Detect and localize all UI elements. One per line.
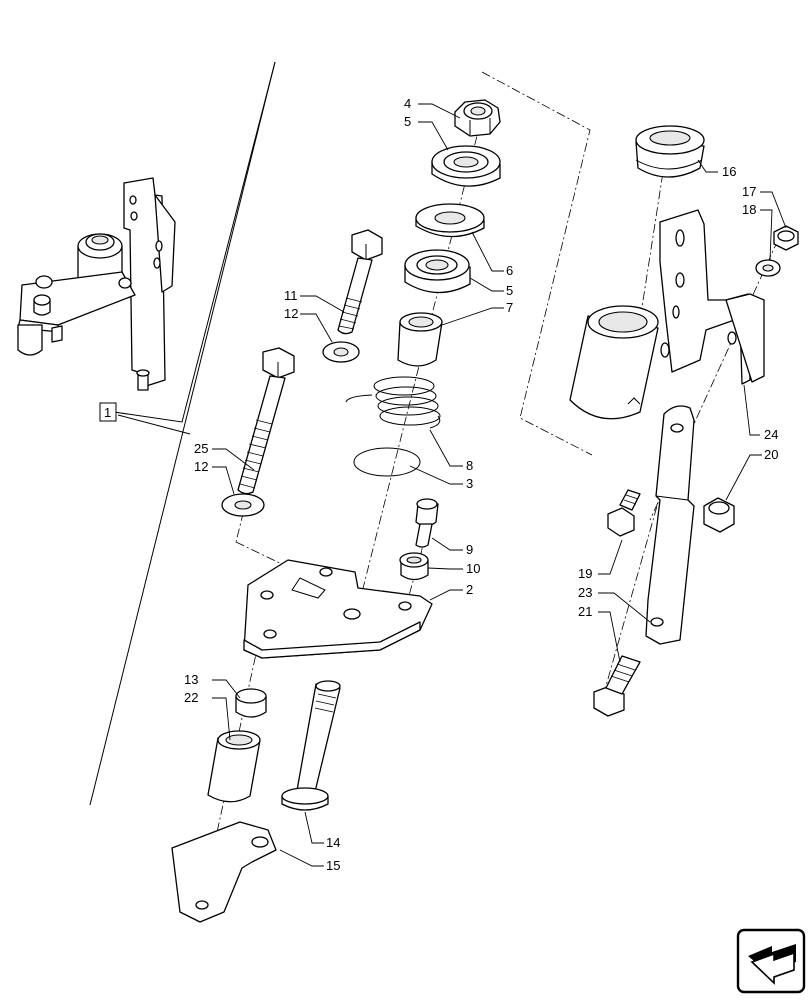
part-nut-small — [773, 225, 799, 251]
callout-label: 6 — [506, 263, 513, 278]
callout-label: 12 — [194, 459, 208, 474]
callout-label: 4 — [404, 96, 411, 111]
callout-label: 24 — [764, 427, 778, 442]
part-bearing-lower — [404, 249, 471, 294]
callout-label: 5 — [404, 114, 411, 129]
part-o-ring — [353, 447, 421, 477]
part-thrust-washer — [415, 203, 485, 238]
part-washer-upper — [322, 341, 360, 363]
part-dust-seal — [635, 125, 705, 178]
callout-label: 10 — [466, 561, 480, 576]
part-bushing-long — [207, 730, 261, 803]
callout-label: 5 — [506, 283, 513, 298]
callout-label: 21 — [578, 604, 592, 619]
part-pivot-pin — [281, 680, 341, 811]
part-mounting-plate — [243, 559, 433, 659]
inset-divider — [89, 61, 276, 806]
callout-labels: 1 4 5 6 5 7 11 12 8 3 9 10 2 25 12 13 22… — [99, 96, 778, 873]
part-bolt-long-upper — [337, 229, 383, 335]
part-sleeve — [397, 312, 443, 367]
leader-lines — [212, 103, 787, 867]
callout-label: 16 — [722, 164, 736, 179]
part-spacer-short — [399, 552, 429, 581]
part-torsion-spring — [345, 376, 441, 429]
part-bolt-short-upper — [607, 489, 641, 537]
callout-label: 25 — [194, 441, 208, 456]
callout-label: 15 — [326, 858, 340, 873]
part-nut-lower — [703, 497, 735, 533]
callout-label: 1 — [104, 405, 111, 420]
callout-label: 23 — [578, 585, 592, 600]
callout-label: 18 — [742, 202, 756, 217]
part-socket-head-screw — [415, 498, 439, 548]
callout-label: 7 — [506, 300, 513, 315]
callout-label: 8 — [466, 458, 473, 473]
callout-label: 9 — [466, 542, 473, 557]
part-bearing-upper — [431, 145, 501, 187]
callout-box — [99, 402, 117, 422]
page-navigation-arrow-icon[interactable] — [736, 928, 806, 994]
callout-label: 11 — [284, 288, 298, 303]
part-lever-arm — [171, 821, 277, 923]
inset-assembly — [17, 177, 176, 391]
callout-label: 17 — [742, 184, 756, 199]
centerlines — [199, 71, 779, 911]
callout-label: 3 — [466, 476, 473, 491]
callout-label: 2 — [466, 582, 473, 597]
callout-label: 22 — [184, 690, 198, 705]
callout-label: 13 — [184, 672, 198, 687]
callout-label: 14 — [326, 835, 340, 850]
part-link-arm — [645, 405, 695, 645]
part-washer-small — [755, 259, 781, 277]
part-bolt-lower-right — [593, 655, 641, 717]
callout-label: 12 — [284, 306, 298, 321]
part-lock-nut — [454, 99, 501, 137]
part-bushing-small — [235, 688, 267, 718]
part-washer-lower — [221, 493, 265, 517]
callout-label: 20 — [764, 447, 778, 462]
part-bolt-long-left — [237, 347, 295, 495]
callout-label: 19 — [578, 566, 592, 581]
part-bracket-housing — [569, 209, 765, 420]
